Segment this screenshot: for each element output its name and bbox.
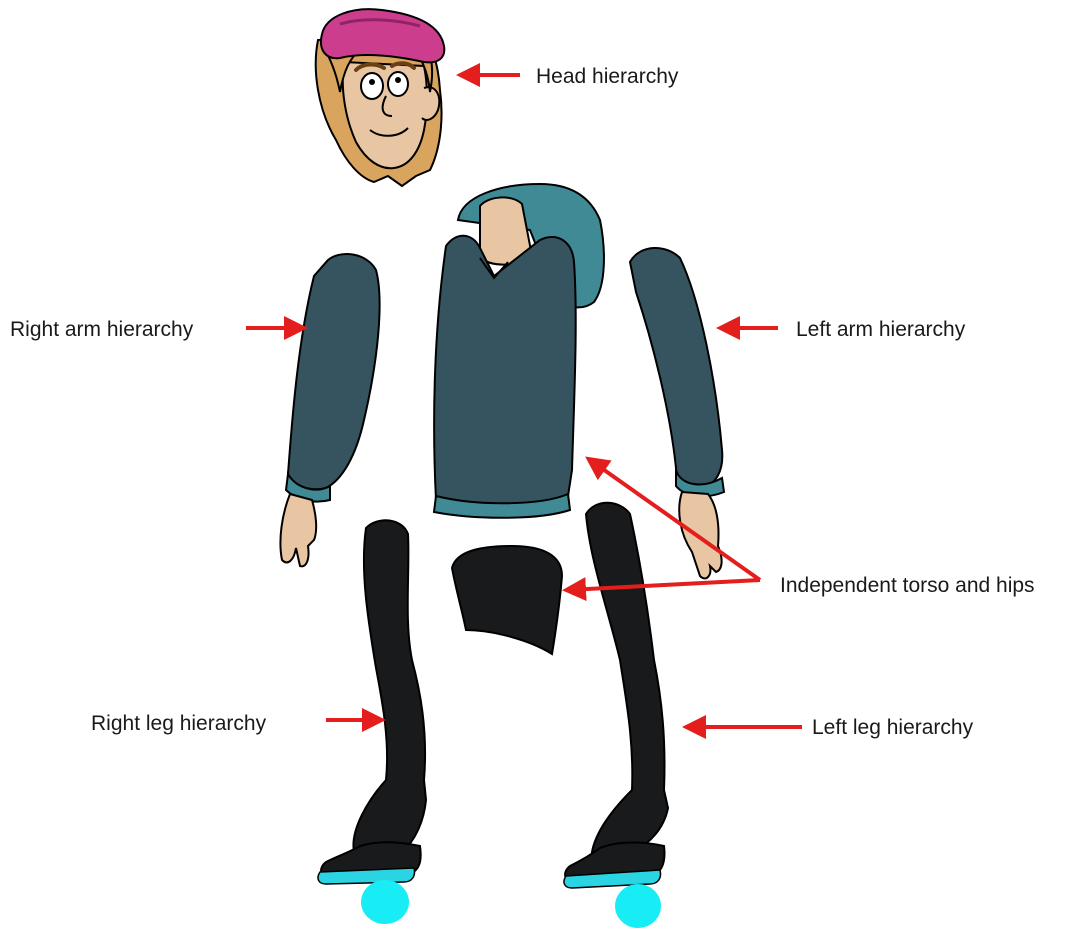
- hips: [452, 546, 562, 654]
- right-arm-part: [280, 254, 379, 566]
- right-hand: [280, 494, 316, 566]
- right-leg-part: [318, 520, 426, 924]
- left-leg-hierarchy-label: Left leg hierarchy: [812, 717, 973, 738]
- left-hand: [679, 492, 721, 578]
- left-arm-hierarchy-label: Left arm hierarchy: [796, 319, 965, 340]
- torso-hips-label: Independent torso and hips: [780, 575, 1035, 596]
- right-sleeve: [288, 254, 380, 489]
- torso-part: [434, 184, 604, 518]
- head-hierarchy-label: Head hierarchy: [536, 66, 678, 87]
- left-leg-part: [564, 503, 668, 928]
- head-part: [316, 9, 445, 186]
- cap: [321, 9, 444, 62]
- right-eye: [361, 73, 383, 99]
- left-arm-part: [630, 248, 724, 578]
- right-arm-hierarchy-label: Right arm hierarchy: [10, 319, 193, 340]
- hoodie-body: [434, 236, 576, 506]
- hips-arrow: [568, 580, 760, 590]
- right-leg-hierarchy-label: Right leg hierarchy: [91, 713, 266, 734]
- right-foot-pivot: [361, 880, 409, 924]
- left-sleeve: [630, 248, 722, 488]
- left-eye: [388, 72, 408, 96]
- right-pant-leg: [353, 520, 426, 852]
- left-pant-leg: [586, 503, 668, 852]
- hips-part: [452, 546, 562, 654]
- left-foot-pivot: [615, 884, 661, 928]
